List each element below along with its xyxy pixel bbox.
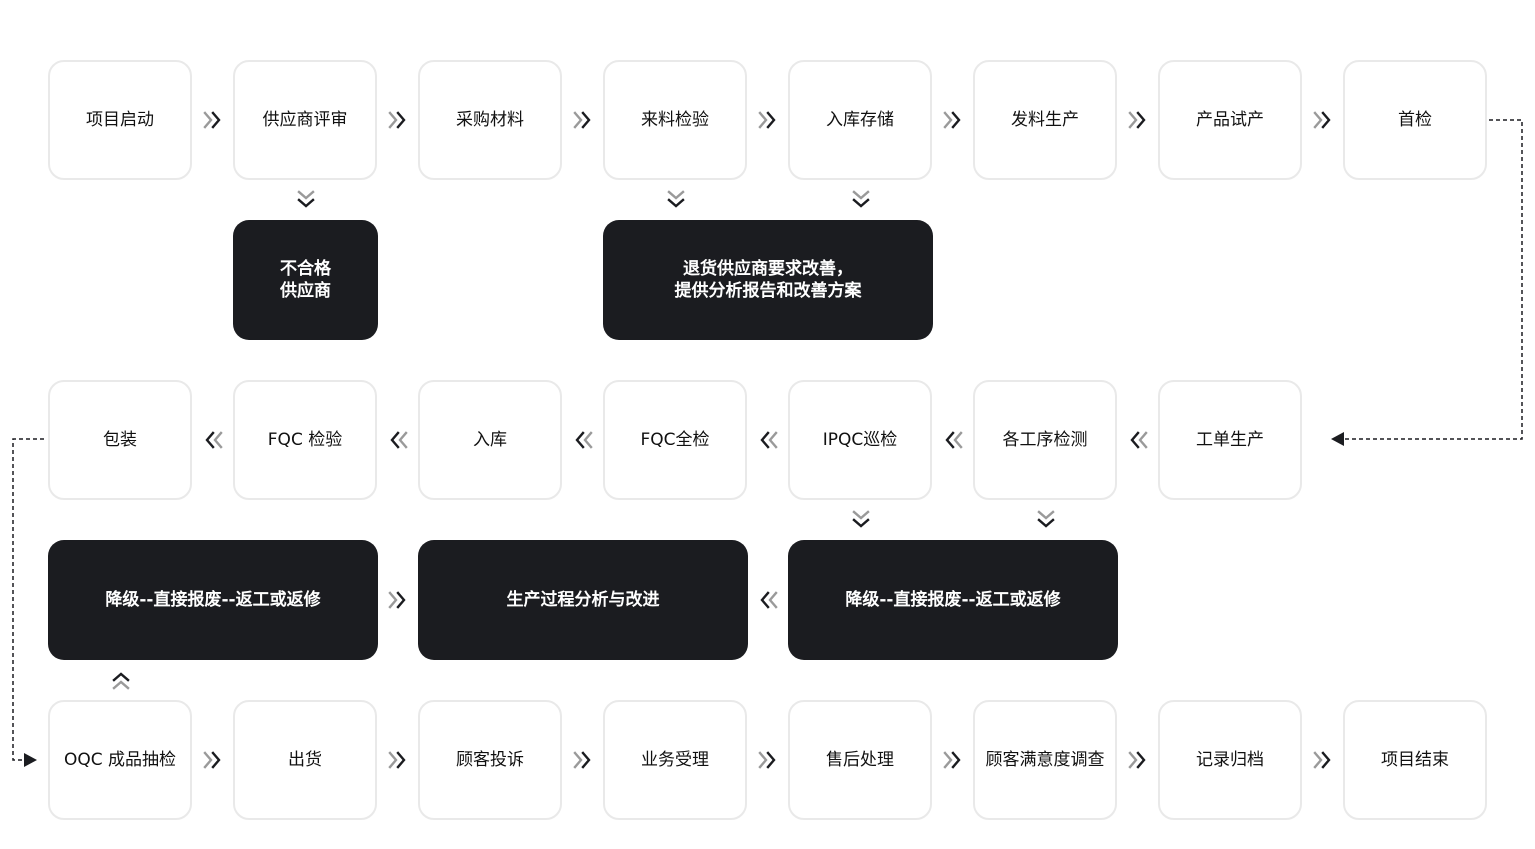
step-trial-production: 产品试产 xyxy=(1158,60,1302,180)
connector-packaging-to-oqc xyxy=(12,438,44,761)
double-chevron-left-icon xyxy=(571,428,595,452)
double-chevron-down-icon xyxy=(849,188,873,212)
double-chevron-up-icon xyxy=(109,668,133,692)
note-downgrade-right: 降级--直接报废--返工或返修 xyxy=(788,540,1118,660)
step-project-start: 项目启动 xyxy=(48,60,192,180)
double-chevron-left-icon xyxy=(1126,428,1150,452)
step-record-archive: 记录归档 xyxy=(1158,700,1302,820)
step-supplier-review: 供应商评审 xyxy=(233,60,377,180)
double-chevron-right-icon xyxy=(201,108,225,132)
step-fqc-inspection: FQC 检验 xyxy=(233,380,377,500)
double-chevron-down-icon xyxy=(1034,508,1058,532)
double-chevron-right-icon xyxy=(941,748,965,772)
step-after-sales: 售后处理 xyxy=(788,700,932,820)
double-chevron-right-icon xyxy=(386,108,410,132)
double-chevron-left-icon xyxy=(201,428,225,452)
step-incoming-inspection: 来料检验 xyxy=(603,60,747,180)
double-chevron-right-icon xyxy=(1126,748,1150,772)
step-satisfaction-survey: 顾客满意度调查 xyxy=(973,700,1117,820)
step-ipqc-patrol: IPQC巡检 xyxy=(788,380,932,500)
step-first-inspection: 首检 xyxy=(1343,60,1487,180)
step-work-order-production: 工单生产 xyxy=(1158,380,1302,500)
double-chevron-left-icon xyxy=(756,588,780,612)
note-process-analysis: 生产过程分析与改进 xyxy=(418,540,748,660)
note-return-goods: 退货供应商要求改善， 提供分析报告和改善方案 xyxy=(603,220,933,340)
double-chevron-right-icon xyxy=(201,748,225,772)
double-chevron-down-icon xyxy=(664,188,688,212)
double-chevron-right-icon xyxy=(571,748,595,772)
step-process-inspection: 各工序检测 xyxy=(973,380,1117,500)
step-fqc-full-inspection: FQC全检 xyxy=(603,380,747,500)
step-customer-complaint: 顾客投诉 xyxy=(418,700,562,820)
double-chevron-right-icon xyxy=(386,588,410,612)
step-oqc-sampling: OQC 成品抽检 xyxy=(48,700,192,820)
double-chevron-right-icon xyxy=(1311,748,1335,772)
step-packaging: 包装 xyxy=(48,380,192,500)
double-chevron-right-icon xyxy=(1311,108,1335,132)
note-downgrade-left: 降级--直接报废--返工或返修 xyxy=(48,540,378,660)
double-chevron-left-icon xyxy=(386,428,410,452)
step-project-end: 项目结束 xyxy=(1343,700,1487,820)
step-shipment: 出货 xyxy=(233,700,377,820)
double-chevron-right-icon xyxy=(571,108,595,132)
step-business-handling: 业务受理 xyxy=(603,700,747,820)
double-chevron-right-icon xyxy=(756,108,780,132)
step-warehouse-in: 入库 xyxy=(418,380,562,500)
double-chevron-right-icon xyxy=(1126,108,1150,132)
note-unqualified-supplier: 不合格 供应商 xyxy=(233,220,378,340)
step-warehouse-storage: 入库存储 xyxy=(788,60,932,180)
double-chevron-down-icon xyxy=(849,508,873,532)
step-purchase-materials: 采购材料 xyxy=(418,60,562,180)
connector-arrowhead-right xyxy=(24,753,37,767)
double-chevron-left-icon xyxy=(941,428,965,452)
connector-arrowhead-left xyxy=(1331,432,1344,446)
double-chevron-right-icon xyxy=(756,748,780,772)
step-material-issue: 发料生产 xyxy=(973,60,1117,180)
double-chevron-right-icon xyxy=(386,748,410,772)
double-chevron-right-icon xyxy=(941,108,965,132)
double-chevron-left-icon xyxy=(756,428,780,452)
double-chevron-down-icon xyxy=(294,188,318,212)
